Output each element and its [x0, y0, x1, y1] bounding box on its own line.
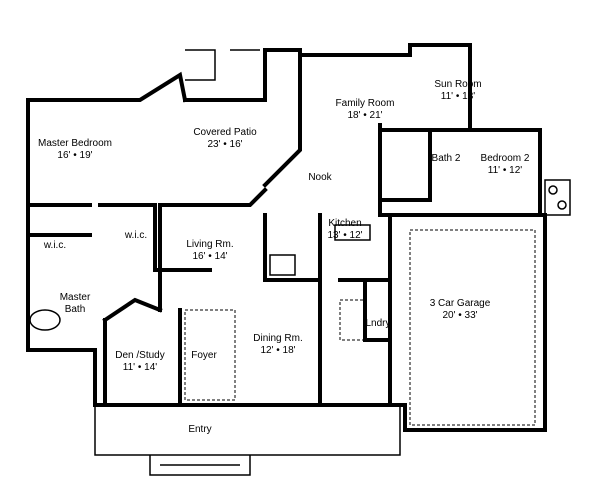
- room-name: Foyer: [191, 350, 217, 361]
- room-master-bath: Master Bath: [55, 292, 95, 316]
- room-name: Master Bedroom: [38, 138, 112, 149]
- room-dims: 11' • 12': [487, 165, 523, 176]
- room-dining: Dining Rm.12' • 18': [253, 333, 302, 357]
- room-wic-hall: w.i.c.: [125, 230, 147, 242]
- room-name: Kitchen: [328, 218, 362, 229]
- room-dims: 16' • 19': [57, 150, 93, 161]
- room-name: Master Bath: [59, 292, 91, 315]
- room-name: Lndry: [365, 318, 391, 329]
- room-dims: 16' • 14': [192, 251, 228, 262]
- room-bath-2: Bath 2: [432, 153, 461, 165]
- room-name: Nook: [308, 172, 332, 183]
- room-name: 3 Car Garage: [429, 298, 491, 309]
- room-dims: 11' • 14': [122, 362, 158, 373]
- room-name: w.i.c.: [43, 240, 67, 251]
- room-entry: Entry: [188, 424, 211, 436]
- fixtures: [29, 179, 571, 426]
- room-foyer: Foyer: [191, 350, 217, 362]
- exterior-walls: [26, 43, 547, 476]
- interior-walls: [26, 123, 472, 407]
- room-name: Entry: [188, 424, 212, 435]
- room-name: w.i.c.: [124, 230, 148, 241]
- room-name: Living Rm.: [186, 239, 234, 250]
- room-name: Bath 2: [431, 153, 461, 164]
- room-name: Covered Patio: [193, 127, 257, 138]
- room-name: Dining Rm.: [253, 333, 303, 344]
- room-name: Family Room: [335, 98, 395, 109]
- room-dims: 20' • 33': [442, 310, 478, 321]
- room-dims: 23' • 16': [207, 139, 243, 150]
- room-laundry: Lndry: [365, 318, 390, 330]
- room-name: Sun Room: [434, 79, 482, 90]
- room-wic-master: w.i.c.: [44, 240, 66, 252]
- room-name: Bedroom 2: [480, 153, 530, 164]
- room-name: Den /Study: [115, 350, 165, 361]
- room-dims: 12' • 18': [260, 345, 296, 356]
- room-living: Living Rm.16' • 14': [186, 239, 233, 263]
- room-dims: 13' • 12': [327, 230, 363, 241]
- room-nook: Nook: [308, 172, 331, 184]
- room-dims: 18' • 21': [347, 110, 383, 121]
- room-dims: 11' • 13': [440, 91, 476, 102]
